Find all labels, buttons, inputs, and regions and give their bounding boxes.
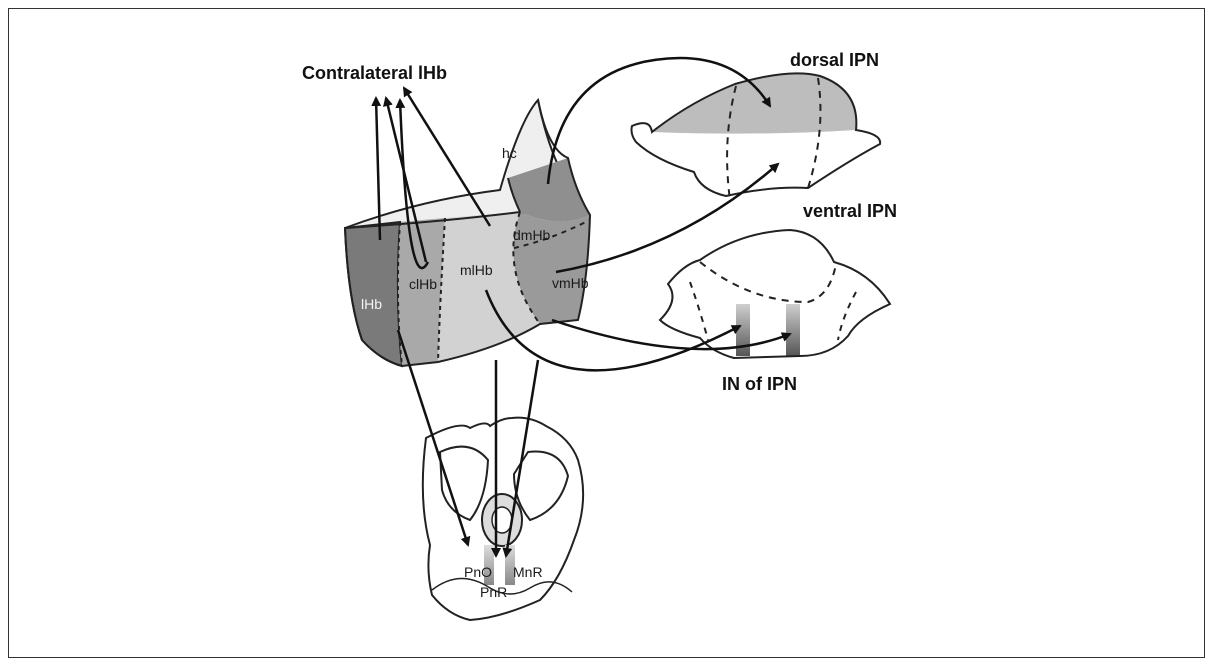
arrow-vmhb-to-in-ipn	[552, 320, 790, 349]
dorsal-ipn-label: dorsal IPN	[790, 50, 879, 70]
pnr-label: PnR	[480, 584, 507, 600]
contralateral-lhb-label: Contralateral lHb	[302, 63, 447, 83]
lhb-label: lHb	[361, 296, 382, 312]
ventral-ipn-label: ventral IPN	[803, 201, 897, 221]
habenula-block	[345, 100, 590, 366]
pno-label: PnO	[464, 564, 492, 580]
mlhb-label: mlHb	[460, 262, 493, 278]
mnr-label: MnR	[513, 564, 543, 580]
vmhb-label: vmHb	[552, 275, 589, 291]
dorsal-ipn-shading	[652, 73, 856, 133]
in-of-ipn-label: IN of IPN	[722, 374, 797, 394]
lhb-region	[345, 222, 402, 366]
clhb-label: clHb	[409, 276, 437, 292]
dmhb-label: dmHb	[513, 227, 551, 243]
hc-label: hc	[502, 145, 517, 161]
in-strip-right	[786, 304, 800, 356]
